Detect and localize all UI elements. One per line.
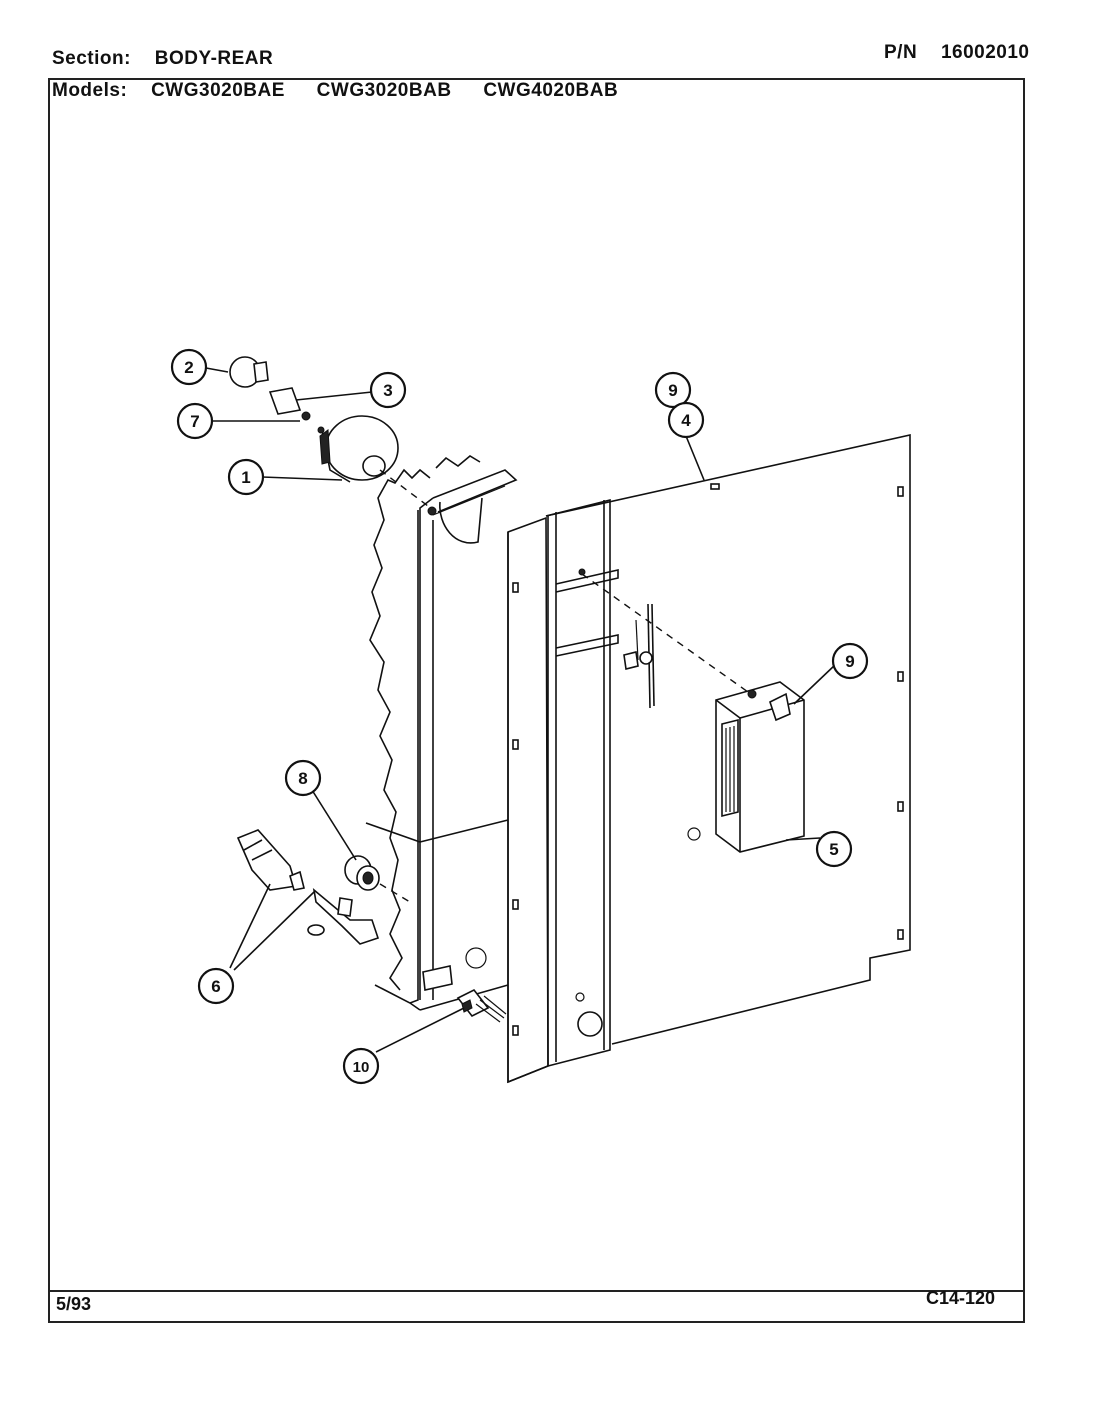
- model-1: CWG3020BAE: [151, 80, 285, 101]
- callout-5: 5: [815, 830, 853, 868]
- grommet: [344, 855, 411, 903]
- footer-page-code: C14-120: [926, 1288, 996, 1308]
- callout-1: 1: [227, 458, 265, 496]
- section-header: Section: BODY-REAR: [52, 48, 273, 70]
- callout-7-text: 7: [190, 412, 199, 431]
- callouts: 2 3 7 1 9 4 9 5: [170, 348, 869, 1085]
- callout-9-top-text: 9: [668, 381, 677, 400]
- models-header: Models: CWG3020BAE CWG3020BAB CWG4020BAB: [52, 80, 644, 102]
- pn-value: 16002010: [940, 42, 1030, 63]
- lamp-assembly: [229, 356, 429, 507]
- rear-panel: [507, 434, 911, 1084]
- switch-parts: [236, 829, 380, 945]
- callout-1-text: 1: [241, 468, 250, 487]
- callout-6-text: 6: [211, 977, 220, 996]
- models-label: Models:: [52, 80, 128, 101]
- callout-9-right-text: 9: [845, 652, 854, 671]
- callout-3-text: 3: [383, 381, 392, 400]
- model-2: CWG3020BAB: [316, 80, 452, 101]
- callout-10: 10: [342, 1047, 380, 1085]
- footer-rule: [48, 1290, 1025, 1292]
- callout-6: 6: [197, 967, 235, 1005]
- callout-4-text: 4: [681, 411, 691, 430]
- footer-date: 5/93: [56, 1294, 92, 1314]
- power-module: [578, 568, 805, 853]
- diagram-frame: [48, 78, 1025, 1323]
- callout-2: 2: [170, 348, 208, 386]
- leader-lines: [205, 367, 837, 1053]
- oven-body-side: [365, 455, 518, 1011]
- callout-2-text: 2: [184, 358, 193, 377]
- callout-10-text: 10: [353, 1059, 370, 1076]
- section-label: Section:: [52, 48, 131, 69]
- pn-label: P/N: [884, 42, 918, 63]
- callout-9-right: 9: [831, 642, 869, 680]
- callout-8-text: 8: [298, 769, 307, 788]
- callout-5-text: 5: [829, 840, 838, 859]
- callout-4: 4: [667, 401, 705, 439]
- callout-8: 8: [284, 759, 322, 797]
- section-value: BODY-REAR: [154, 48, 274, 69]
- panel-slots: [512, 483, 904, 1036]
- callout-7: 7: [176, 402, 214, 440]
- part-number: P/N 16002010: [884, 42, 1030, 64]
- cord-connector: [456, 988, 507, 1023]
- model-3: CWG4020BAB: [483, 80, 619, 101]
- callout-3: 3: [369, 371, 407, 409]
- callout-9-top: 9: [654, 371, 692, 409]
